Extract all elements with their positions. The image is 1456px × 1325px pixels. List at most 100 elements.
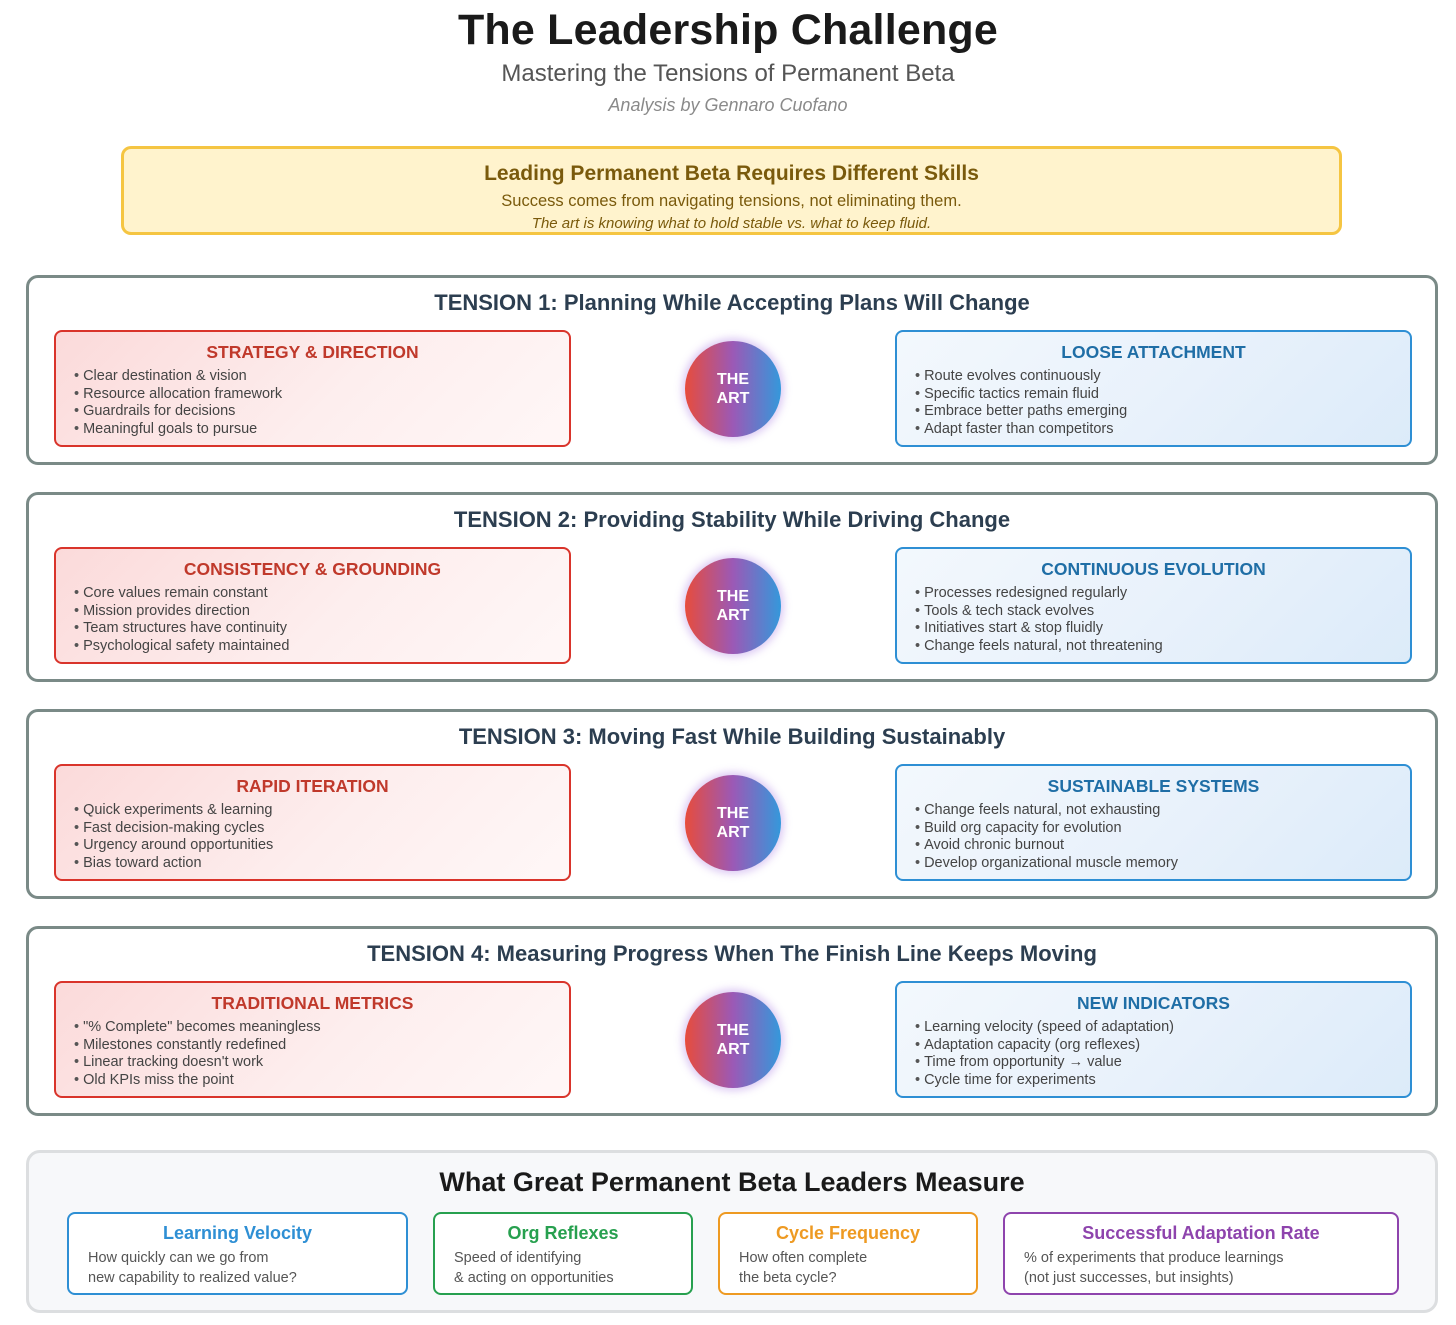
- metric-heading: Cycle Frequency: [775, 1223, 921, 1243]
- metric-card-adaptation-rate: Successful Adaptation Rate % of experime…: [1003, 1212, 1399, 1295]
- list-item: Resource allocation framework: [74, 386, 569, 404]
- side-heading: STRATEGY & DIRECTION: [206, 342, 419, 362]
- metric-card-learning-velocity: Learning Velocity How quickly can we go …: [67, 1212, 408, 1295]
- fluid-side-card: SUSTAINABLE SYSTEMS Change feels natural…: [895, 764, 1412, 881]
- art-label-line1: THE: [717, 805, 749, 822]
- metric-description-line2: the beta cycle?: [739, 1270, 837, 1286]
- bullet-list: Route evolves continuously Specific tact…: [915, 368, 1410, 438]
- list-item: Meaningful goals to pursue: [74, 421, 569, 439]
- list-item: Clear destination & vision: [74, 368, 569, 386]
- key-message-banner: Leading Permanent Beta Requires Differen…: [121, 146, 1342, 235]
- art-label-line1: THE: [717, 588, 749, 605]
- stable-side-card: STRATEGY & DIRECTION Clear destination &…: [54, 330, 571, 447]
- tension-2-panel: TENSION 2: Providing Stability While Dri…: [26, 492, 1438, 682]
- list-item: Quick experiments & learning: [74, 802, 569, 820]
- bullet-list: Learning velocity (speed of adaptation) …: [915, 1019, 1410, 1089]
- side-heading: LOOSE ATTACHMENT: [1061, 342, 1246, 362]
- metric-description-line2: new capability to realized value?: [88, 1270, 297, 1286]
- list-item: Team structures have continuity: [74, 620, 569, 638]
- art-label-line2: ART: [716, 1041, 750, 1058]
- list-item: Time from opportunity → value: [915, 1054, 1410, 1072]
- list-item: Core values remain constant: [74, 585, 569, 603]
- page-subtitle: Mastering the Tensions of Permanent Beta: [501, 60, 955, 87]
- metric-description-line2: & acting on opportunities: [454, 1270, 614, 1286]
- side-heading: SUSTAINABLE SYSTEMS: [1047, 776, 1260, 796]
- banner-text: Success comes from navigating tensions, …: [501, 192, 962, 210]
- list-item: Fast decision-making cycles: [74, 820, 569, 838]
- bullet-list: "% Complete" becomes meaningless Milesto…: [74, 1019, 569, 1089]
- list-item: Change feels natural, not exhausting: [915, 802, 1410, 820]
- side-heading: CONTINUOUS EVOLUTION: [1041, 559, 1266, 579]
- metric-heading: Learning Velocity: [162, 1223, 313, 1243]
- metric-card-cycle-frequency: Cycle Frequency How often complete the b…: [718, 1212, 978, 1295]
- list-item: Guardrails for decisions: [74, 403, 569, 421]
- side-heading: TRADITIONAL METRICS: [211, 993, 414, 1013]
- metric-description-line1: How often complete: [739, 1250, 868, 1266]
- metric-card-org-reflexes: Org Reflexes Speed of identifying & acti…: [433, 1212, 693, 1295]
- metrics-section: What Great Permanent Beta Leaders Measur…: [26, 1150, 1438, 1313]
- art-label-line2: ART: [716, 824, 750, 841]
- metric-description-line1: Speed of identifying: [454, 1250, 582, 1266]
- list-item: Psychological safety maintained: [74, 638, 569, 656]
- fluid-side-card: LOOSE ATTACHMENT Route evolves continuou…: [895, 330, 1412, 447]
- bullet-list: Change feels natural, not exhausting Bui…: [915, 802, 1410, 872]
- tension-3-panel: TENSION 3: Moving Fast While Building Su…: [26, 709, 1438, 899]
- list-item: Adaptation capacity (org reflexes): [915, 1037, 1410, 1055]
- list-item: Linear tracking doesn't work: [74, 1054, 569, 1072]
- list-item: Embrace better paths emerging: [915, 403, 1410, 421]
- metric-heading: Successful Adaptation Rate: [1082, 1223, 1320, 1243]
- art-label-line1: THE: [717, 371, 749, 388]
- list-item: Adapt faster than competitors: [915, 421, 1410, 439]
- list-item: Mission provides direction: [74, 603, 569, 621]
- the-art-circle: THE ART: [685, 992, 781, 1088]
- banner-heading: Leading Permanent Beta Requires Differen…: [484, 162, 979, 185]
- list-item: Processes redesigned regularly: [915, 585, 1410, 603]
- tension-title: TENSION 4: Measuring Progress When The F…: [367, 941, 1097, 966]
- list-item: Avoid chronic burnout: [915, 837, 1410, 855]
- bullet-list: Quick experiments & learning Fast decisi…: [74, 802, 569, 872]
- tension-title: TENSION 2: Providing Stability While Dri…: [453, 507, 1011, 532]
- list-item: Cycle time for experiments: [915, 1072, 1410, 1090]
- metric-description-line1: How quickly can we go from: [88, 1250, 269, 1266]
- the-art-circle: THE ART: [685, 775, 781, 871]
- art-label-line2: ART: [716, 607, 750, 624]
- art-label-line1: THE: [717, 1022, 749, 1039]
- the-art-circle: THE ART: [685, 341, 781, 437]
- list-item: Build org capacity for evolution: [915, 820, 1410, 838]
- list-item: Route evolves continuously: [915, 368, 1410, 386]
- list-item: Bias toward action: [74, 855, 569, 873]
- list-item: Learning velocity (speed of adaptation): [915, 1019, 1410, 1037]
- fluid-side-card: NEW INDICATORS Learning velocity (speed …: [895, 981, 1412, 1098]
- stable-side-card: CONSISTENCY & GROUNDING Core values rema…: [54, 547, 571, 664]
- bullet-list: Core values remain constant Mission prov…: [74, 585, 569, 655]
- page-title: The Leadership Challenge: [457, 6, 999, 54]
- list-item: Old KPIs miss the point: [74, 1072, 569, 1090]
- list-item: Milestones constantly redefined: [74, 1037, 569, 1055]
- metrics-title: What Great Permanent Beta Leaders Measur…: [439, 1167, 1025, 1197]
- metric-description-line2: (not just successes, but insights): [1024, 1270, 1234, 1286]
- bullet-list: Clear destination & vision Resource allo…: [74, 368, 569, 438]
- the-art-circle: THE ART: [685, 558, 781, 654]
- tension-1-panel: TENSION 1: Planning While Accepting Plan…: [26, 275, 1438, 465]
- tension-4-panel: TENSION 4: Measuring Progress When The F…: [26, 926, 1438, 1116]
- stable-side-card: RAPID ITERATION Quick experiments & lear…: [54, 764, 571, 881]
- bullet-list: Processes redesigned regularly Tools & t…: [915, 585, 1410, 655]
- list-item: Develop organizational muscle memory: [915, 855, 1410, 873]
- metric-heading: Org Reflexes: [507, 1223, 619, 1243]
- side-heading: NEW INDICATORS: [1077, 993, 1230, 1013]
- list-item: Change feels natural, not threatening: [915, 638, 1410, 656]
- tension-title: TENSION 1: Planning While Accepting Plan…: [434, 290, 1030, 315]
- list-item: "% Complete" becomes meaningless: [74, 1019, 569, 1037]
- fluid-side-card: CONTINUOUS EVOLUTION Processes redesigne…: [895, 547, 1412, 664]
- tension-title: TENSION 3: Moving Fast While Building Su…: [458, 724, 1006, 749]
- list-item: Initiatives start & stop fluidly: [915, 620, 1410, 638]
- list-item: Specific tactics remain fluid: [915, 386, 1410, 404]
- metric-description-line1: % of experiments that produce learnings: [1024, 1250, 1284, 1266]
- list-item: Urgency around opportunities: [74, 837, 569, 855]
- author-byline: Analysis by Gennaro Cuofano: [608, 95, 848, 115]
- list-item: Tools & tech stack evolves: [915, 603, 1410, 621]
- side-heading: RAPID ITERATION: [236, 776, 389, 796]
- art-label-line2: ART: [716, 390, 750, 407]
- banner-italic-text: The art is knowing what to hold stable v…: [531, 215, 932, 232]
- side-heading: CONSISTENCY & GROUNDING: [183, 559, 442, 579]
